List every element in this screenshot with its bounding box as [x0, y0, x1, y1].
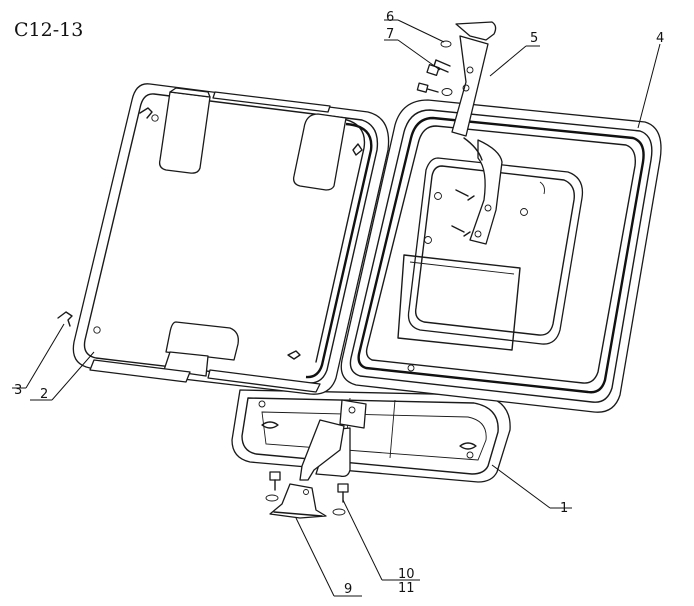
- part-3-clip: [57, 311, 73, 327]
- callout-9: 9: [344, 582, 352, 597]
- part-4-front-frame: [340, 99, 662, 413]
- callout-5: 5: [530, 31, 538, 46]
- callout-11: 11: [398, 581, 415, 596]
- part-2-rear-panel: [72, 83, 390, 395]
- callout-labels: 1 2 3 4 5 6 7 9 10 11: [14, 10, 664, 597]
- part-1-base-plate: [231, 389, 511, 483]
- callout-7: 7: [386, 27, 394, 42]
- callout-4: 4: [656, 31, 664, 46]
- figure-label: C12-13: [14, 19, 83, 41]
- part-10-11-bolts-lower: [265, 471, 349, 516]
- callout-3: 3: [14, 383, 22, 398]
- callout-10: 10: [398, 567, 415, 582]
- callout-1: 1: [560, 501, 568, 516]
- part-9-lower-hinge: [269, 399, 367, 519]
- callout-2: 2: [40, 387, 48, 402]
- leader-lines: [12, 19, 661, 597]
- part-5-upper-hinge: [451, 21, 503, 245]
- callout-6: 6: [386, 10, 394, 25]
